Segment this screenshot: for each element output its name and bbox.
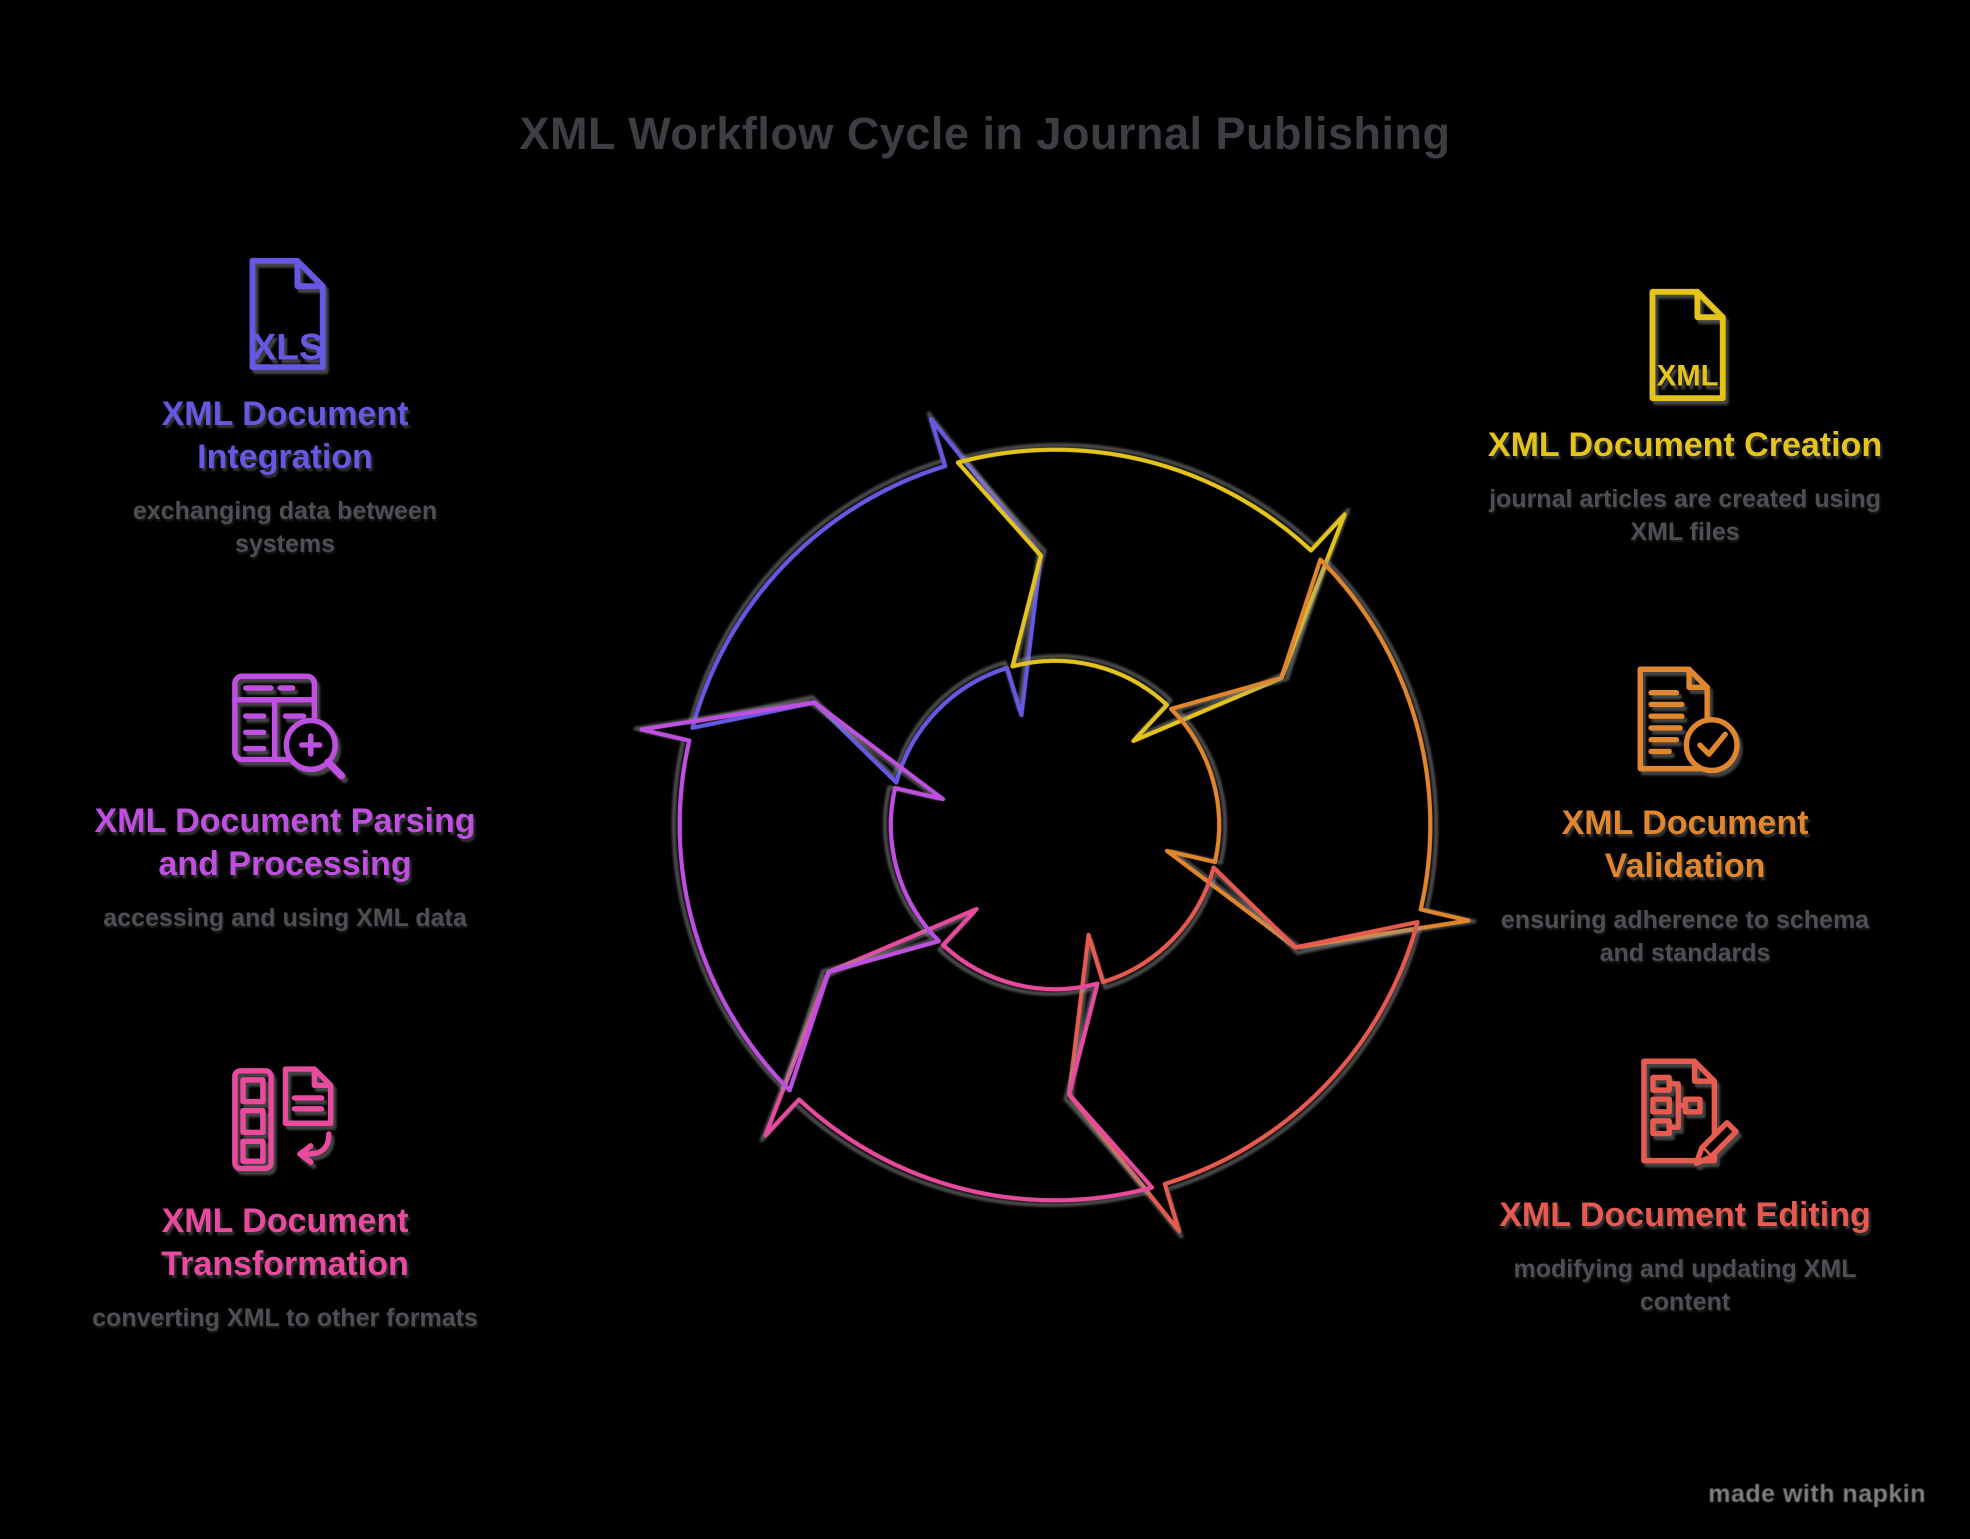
step-title: XML Document Validation xyxy=(1561,804,1809,886)
step-title: XML Document Editing xyxy=(1499,1196,1871,1234)
xls-file-icon: XLS xyxy=(249,257,326,371)
step-title: XML Document Transformation xyxy=(161,1202,409,1284)
step-subtitle: journal articles are created using XML f… xyxy=(1489,485,1881,546)
step-xml-document-creation: XML XML Document Creation journal articl… xyxy=(1485,284,1885,548)
step-subtitle: modifying and updating XML content xyxy=(1513,1255,1857,1316)
step-xml-document-parsing: XML Document Parsing and Processing acce… xyxy=(85,660,485,935)
step-subtitle: exchanging data between systems xyxy=(132,497,438,558)
cycle-diagram xyxy=(639,416,1471,1234)
step-xml-document-transformation: XML Document Transformation converting X… xyxy=(85,1060,485,1335)
document-edit-icon xyxy=(1641,1058,1739,1167)
list-transform-icon xyxy=(232,1066,334,1172)
step-subtitle: ensuring adherence to schema and standar… xyxy=(1500,906,1870,967)
watermark: made with napkin xyxy=(1708,1480,1926,1508)
cycle-arrow-editing xyxy=(1067,865,1420,1234)
xml-badge: XML xyxy=(1657,361,1719,393)
cycle-arrow-integration xyxy=(690,416,1043,785)
cycle-arrow-creation xyxy=(955,447,1347,744)
xls-badge: XLS xyxy=(252,325,324,367)
step-title: XML Document Parsing and Processing xyxy=(94,802,476,884)
xml-file-icon: XML xyxy=(1649,288,1726,402)
cycle-arrow-validation xyxy=(1164,557,1471,950)
table-search-icon xyxy=(232,673,346,780)
step-subtitle: converting XML to other formats xyxy=(92,1304,478,1333)
step-xml-document-integration: XLS XML Document Integration exchanging … xyxy=(85,253,485,560)
cycle-arrow-transformation xyxy=(763,906,1155,1203)
document-check-icon xyxy=(1637,666,1740,774)
step-title: XML Document Integration xyxy=(161,395,409,477)
step-subtitle: accessing and using XML data xyxy=(103,904,467,933)
step-xml-document-validation: XML Document Validation ensuring adheren… xyxy=(1485,662,1885,969)
step-title: XML Document Creation xyxy=(1487,426,1883,464)
cycle-arrow-parsing xyxy=(639,700,946,1093)
page-title: XML Workflow Cycle in Journal Publishing xyxy=(519,108,1451,159)
step-xml-document-editing: XML Document Editing modifying and updat… xyxy=(1485,1054,1885,1318)
